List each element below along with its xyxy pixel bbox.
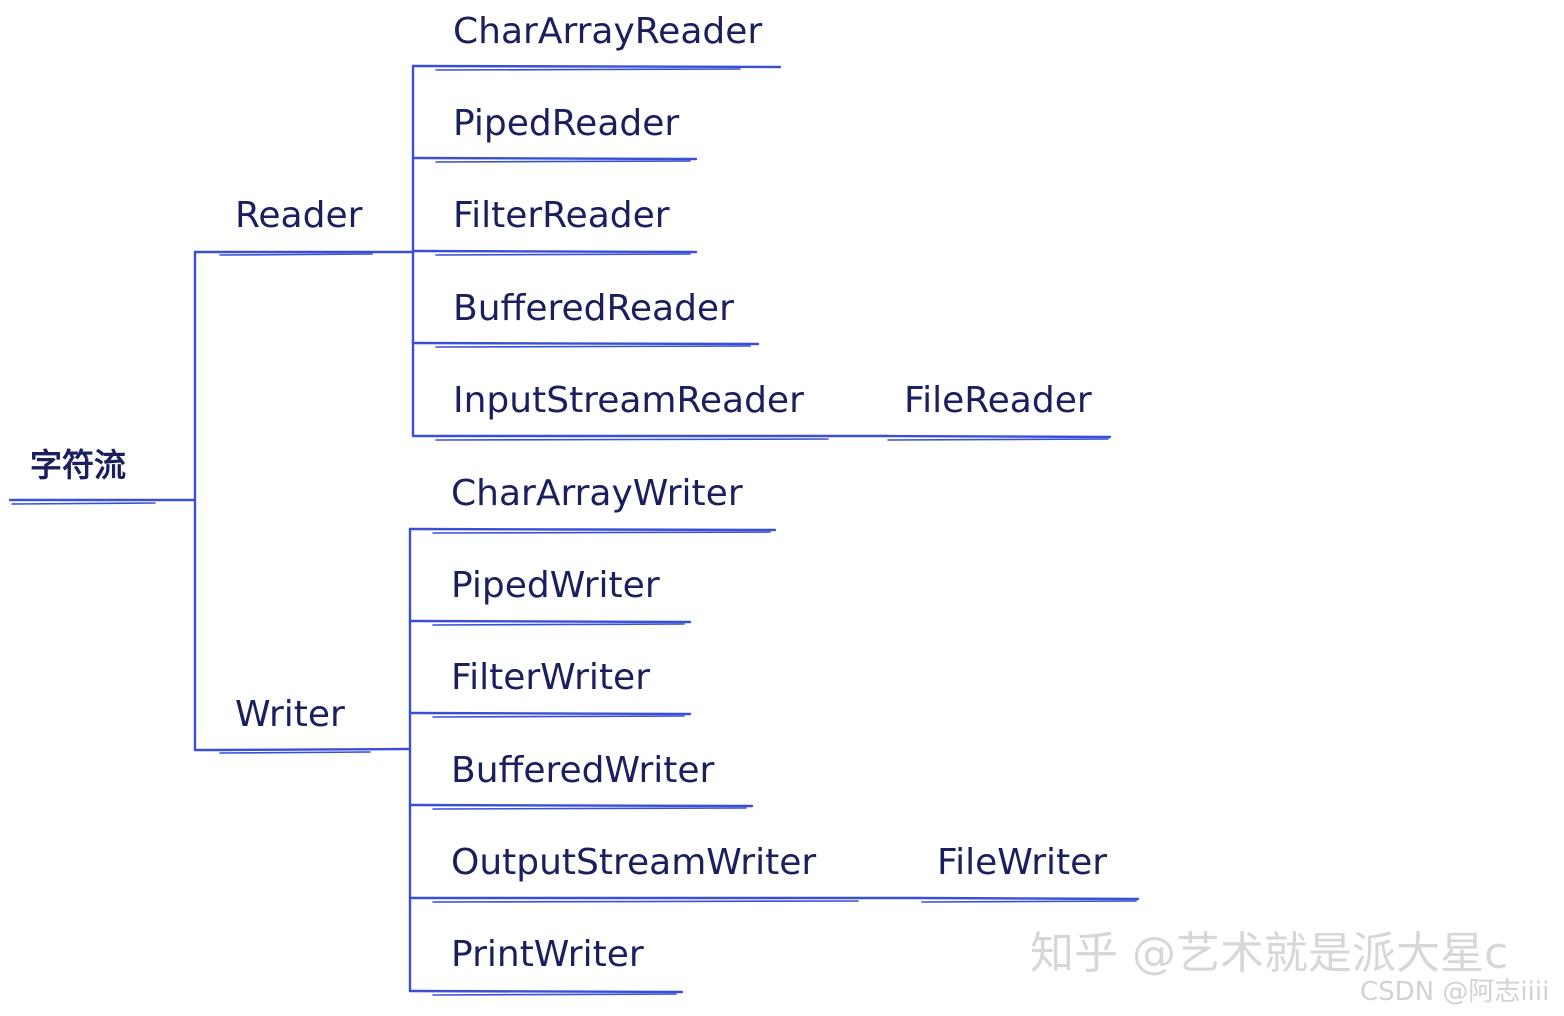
printwriter-label: PrintWriter (451, 934, 644, 975)
node-inputstreamreader: InputStreamReader (411, 380, 888, 441)
filterwriter-underline (408, 711, 692, 716)
chararraywriter-underline-sketch (432, 531, 771, 534)
chararrayreader-underline (411, 64, 782, 69)
node-printwriter: PrintWriter (408, 934, 684, 996)
pipedwriter-label: PipedWriter (451, 565, 660, 606)
filterwriter-underline-sketch (432, 715, 685, 718)
writer-label: Writer (235, 694, 345, 735)
outputstreamwriter-underline-sketch (432, 900, 859, 903)
writer-underline (216, 747, 412, 752)
chararraywriter-label: CharArrayWriter (451, 473, 743, 514)
node-chararrayreader: CharArrayReader (411, 11, 782, 71)
printwriter-underline (408, 989, 684, 994)
filereader-label: FileReader (904, 380, 1092, 421)
pipedreader-label: PipedReader (453, 103, 679, 144)
node-filterwriter: FilterWriter (408, 657, 692, 718)
node-filewriter: FileWriter (918, 842, 1140, 903)
pipedwriter-underline (408, 619, 692, 624)
node-chararraywriter: CharArrayWriter (408, 473, 777, 534)
bufferedreader-underline (411, 341, 760, 346)
zhihu-watermark: 知乎 @艺术就是派大星c (1030, 928, 1508, 979)
bufferedreader-underline-sketch (435, 345, 751, 348)
bufferedwriter-underline (408, 803, 754, 808)
outputstreamwriter-label: OutputStreamWriter (451, 842, 816, 883)
filterreader-label: FilterReader (453, 195, 670, 236)
node-filereader: FileReader (884, 380, 1112, 441)
branch-reader: Reader CharArrayReader PipedReader Filte… (216, 11, 1112, 441)
root-node: 字符流 (8, 446, 197, 505)
filterwriter-label: FilterWriter (451, 657, 650, 698)
reader-underline-sketch (219, 253, 373, 256)
filewriter-label: FileWriter (937, 842, 1107, 883)
chararrayreader-label: CharArrayReader (453, 11, 762, 52)
node-bufferedwriter: BufferedWriter (408, 750, 754, 810)
bufferedwriter-underline-sketch (432, 807, 747, 810)
filterreader-underline-sketch (435, 253, 691, 256)
pipedwriter-underline-sketch (432, 623, 685, 626)
pipedreader-underline-sketch (435, 160, 691, 163)
bufferedreader-label: BufferedReader (453, 288, 734, 329)
csdn-watermark: CSDN @阿志iiii (1360, 977, 1549, 1007)
chararraywriter-underline (408, 527, 777, 532)
filereader-underline (884, 434, 1112, 439)
branch-writer: Writer CharArrayWriter PipedWriter Filte… (216, 473, 1140, 996)
inputstreamreader-label: InputStreamReader (453, 380, 804, 421)
pipedreader-underline (411, 156, 698, 161)
filterreader-underline (411, 249, 698, 254)
writer-underline-sketch (219, 751, 371, 754)
chararrayreader-underline-sketch (435, 68, 741, 71)
node-filterreader: FilterReader (411, 195, 698, 256)
filewriter-underline (918, 896, 1140, 901)
root-underline-sketch (11, 502, 156, 505)
node-pipedreader: PipedReader (411, 103, 698, 163)
filewriter-underline-sketch (921, 900, 1137, 903)
node-outputstreamwriter: OutputStreamWriter (408, 842, 922, 903)
filereader-underline-sketch (887, 438, 1109, 441)
node-pipedwriter: PipedWriter (408, 565, 692, 626)
inputstreamreader-underline-sketch (435, 438, 829, 441)
reader-label: Reader (235, 195, 363, 236)
bufferedwriter-label: BufferedWriter (451, 750, 715, 791)
printwriter-underline-sketch (432, 993, 677, 996)
root-label: 字符流 (30, 446, 126, 484)
node-bufferedreader: BufferedReader (411, 288, 760, 348)
